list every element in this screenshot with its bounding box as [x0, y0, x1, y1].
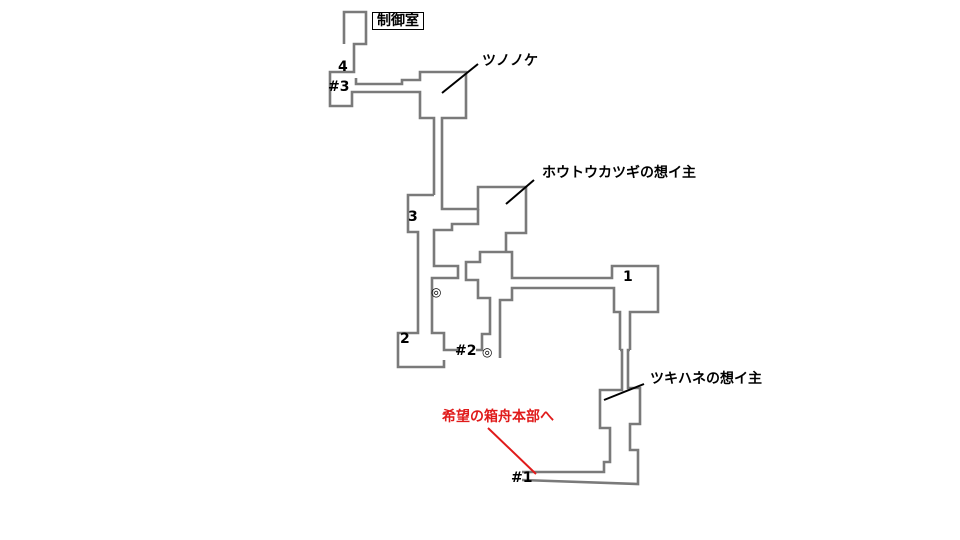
leader-exit-hq [487, 427, 537, 475]
centre-lower-outline [498, 286, 622, 358]
marker-2: 2 [400, 331, 410, 347]
left-corridor-outline [396, 193, 446, 369]
corridor-upper-outline [354, 70, 468, 195]
map-walls [328, 10, 660, 486]
double-circle-icon: ◎ [431, 285, 442, 299]
marker-4: 4 [338, 59, 348, 75]
marker-hash-3: #3 [328, 79, 350, 95]
boss-label-tsukihane: ツキハネの想イ主 [650, 371, 762, 387]
leader-tsunonoke [441, 63, 479, 94]
control-room-label: 制御室 [372, 12, 424, 30]
marker-hash-1: #1 [511, 470, 533, 486]
exit-label-hq: 希望の箱舟本部へ [442, 409, 554, 425]
right-corridor-outline [521, 348, 642, 486]
boss-label-houtou: ホウトウカツギの想イ主 [542, 165, 696, 181]
marker-1: 1 [623, 269, 633, 285]
leader-houtou [505, 179, 535, 205]
double-circle-icon: ◎ [482, 345, 493, 359]
inner-room-outline [430, 209, 480, 352]
centre-block-outline [464, 250, 506, 352]
right-corridor-inner-outline [522, 348, 624, 474]
marker-3: 3 [408, 209, 418, 225]
centre-right-outline [506, 250, 660, 350]
marker-hash-2: #2 [455, 343, 477, 359]
middle-hall-outline [440, 185, 528, 252]
leader-tsukihane [603, 383, 645, 401]
boss-label-tsunonoke: ツノノケ [482, 53, 538, 69]
control-room-outline [328, 10, 436, 195]
